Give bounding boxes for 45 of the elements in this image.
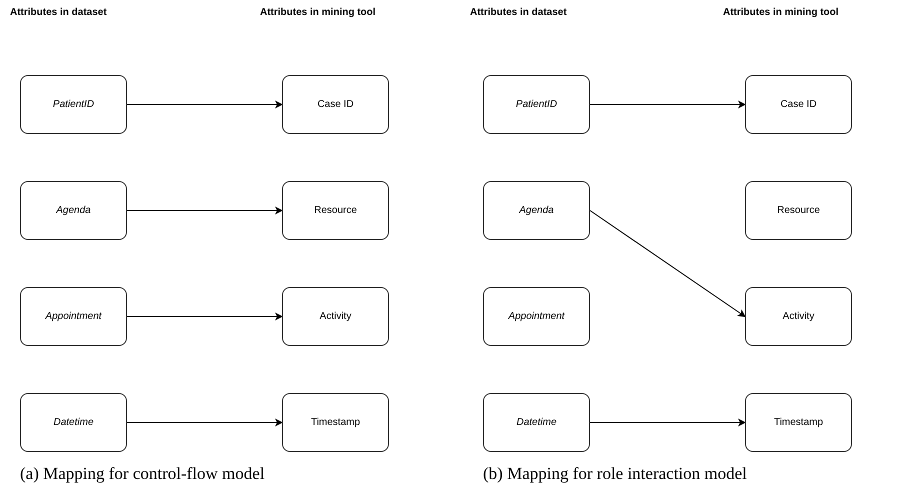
attribute-name: Datetime — [516, 416, 556, 430]
attribute-name: Agenda — [519, 204, 554, 218]
attribute-box — [745, 393, 852, 452]
arrow — [590, 418, 746, 426]
attribute-box — [20, 181, 127, 240]
attribute-box — [282, 75, 389, 134]
attribute-name: Resource — [314, 204, 357, 218]
attribute-box — [483, 393, 590, 452]
attribute-box — [282, 181, 389, 240]
column-heading: Attributes in mining tool — [260, 6, 376, 20]
attribute-name: Timestamp — [310, 416, 360, 430]
column-heading: Attributes in dataset — [470, 6, 567, 20]
attribute-name: Resource — [777, 204, 820, 218]
subfigure-caption: (a) Mapping for control-flow model — [20, 463, 265, 485]
attribute-name: PatientID — [52, 98, 94, 112]
attribute-name: PatientID — [516, 98, 558, 112]
attribute-box — [20, 75, 127, 134]
attribute-name: Case ID — [317, 98, 354, 112]
attribute-box — [745, 181, 852, 240]
subfigure-caption: (b) Mapping for role interaction model — [483, 463, 747, 485]
arrow — [126, 100, 283, 108]
attribute-name: Datetime — [53, 416, 94, 430]
attribute-box — [483, 181, 590, 240]
attribute-name: Activity — [782, 310, 814, 324]
attribute-name: Agenda — [56, 204, 91, 218]
column-heading: Attributes in dataset — [10, 6, 107, 20]
attribute-name: Activity — [320, 310, 352, 324]
attribute-box — [483, 75, 590, 134]
attribute-name: Timestamp — [774, 416, 824, 430]
arrow — [590, 100, 746, 108]
attribute-box — [483, 287, 590, 346]
arrow — [590, 210, 746, 318]
attribute-box — [745, 287, 852, 346]
arrow — [126, 418, 283, 426]
attribute-name: Case ID — [780, 98, 817, 112]
attribute-name: Appointment — [508, 310, 565, 324]
attribute-box — [282, 287, 389, 346]
attribute-box — [282, 393, 389, 452]
arrow — [126, 312, 283, 320]
attribute-name: Appointment — [45, 310, 102, 324]
column-heading: Attributes in mining tool — [723, 6, 839, 20]
attribute-box — [20, 287, 127, 346]
attribute-box — [20, 393, 127, 452]
attribute-box — [745, 75, 852, 134]
arrow — [126, 206, 283, 214]
